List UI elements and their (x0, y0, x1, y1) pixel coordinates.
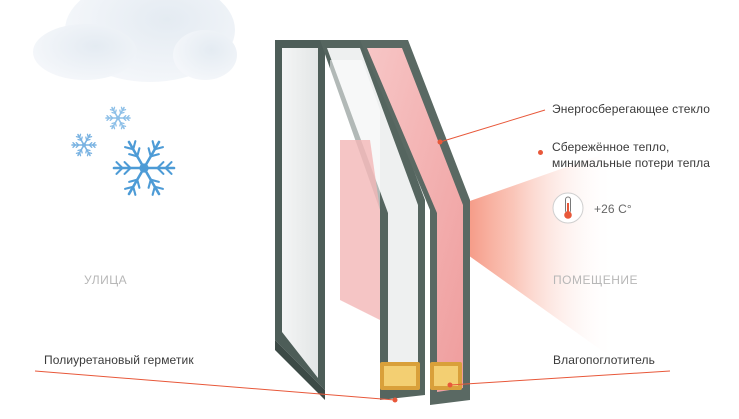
label-temperature: +26 С° (594, 202, 632, 216)
cloud-icon (33, 0, 237, 82)
leader-energy-glass (439, 109, 546, 143)
marker-desiccant (447, 382, 453, 388)
leader-sealant (34, 370, 396, 401)
marker-energy-glass (437, 139, 443, 145)
label-heat-line1: Сбережённое тепло, (552, 140, 670, 154)
leader-desiccant (449, 370, 671, 386)
label-heat-line2: минимальные потери тепла (552, 156, 710, 170)
label-desiccant: Влагопоглотитель (553, 353, 655, 367)
label-inside: ПОМЕЩЕНИЕ (553, 273, 639, 287)
snowflake-icon (112, 140, 176, 196)
label-sealant: Полиуретановый герметик (44, 353, 194, 367)
label-energy-glass: Энергосберегающее стекло (552, 102, 710, 116)
snowflake-icon (71, 133, 97, 157)
heat-bullet (538, 150, 543, 155)
marker-sealant (392, 397, 398, 403)
window-frame (275, 40, 470, 405)
label-outside: УЛИЦА (84, 273, 128, 287)
thermometer-icon (552, 192, 584, 224)
snowflake-icon (105, 106, 131, 130)
